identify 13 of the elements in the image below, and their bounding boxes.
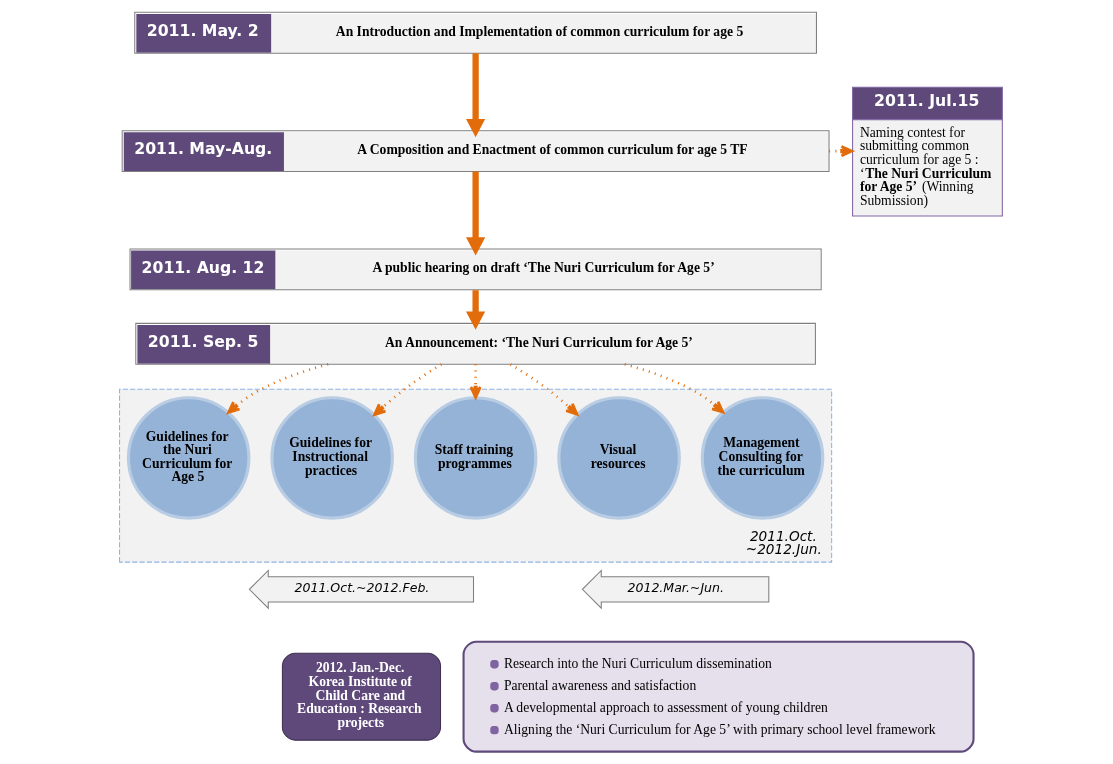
node-circle: Guidelines for Instructional practices [270, 396, 394, 520]
arrow [466, 53, 486, 138]
arrow [469, 364, 482, 399]
arrow [466, 290, 486, 330]
node-circle: Guidelines for the Nuri Curriculum for Age 5 [126, 396, 251, 520]
arrow [466, 171, 486, 256]
arrow [227, 362, 329, 414]
node-circle: Visual resources [557, 396, 681, 520]
node-box: Research into the Nuri Curriculum dissemination Parental awareness and satisfaction A developmental approach to assessment of young children Aligning the ‘Nuri Curriculum for Age 5’ with primary school level framework [462, 640, 975, 753]
node-circle: Staff training programmes [413, 396, 538, 520]
arrow [624, 362, 725, 414]
node-circle: Management Consulting for the curriculum [700, 396, 825, 520]
node-box: 2012. Jan.-Dec. Korea Institute of Child Care and Education : Research projects [281, 652, 442, 741]
